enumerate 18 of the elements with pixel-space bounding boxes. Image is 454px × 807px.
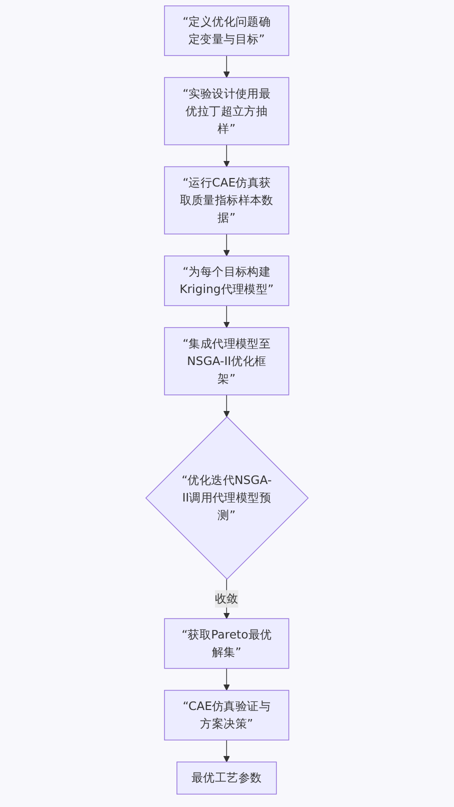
arrow [223, 144, 230, 168]
node-box: “CAE仿真验证与方案决策” [164, 690, 290, 740]
arrow [223, 55, 230, 78]
arrow [223, 578, 230, 619]
arrow [223, 305, 230, 328]
arrow [223, 668, 230, 691]
node-box: “定义优化问题确定变量与目标” [164, 5, 290, 56]
node-box: “运行CAE仿真获取质量指标样本数据” [164, 166, 290, 234]
node-box: “为每个目标构建Kriging代理模型” [164, 256, 290, 306]
node-diamond: “优化迭代NSGA-II调用代理模型预测” [145, 416, 309, 580]
arrow [223, 740, 230, 762]
edge-label: 收敛 [214, 592, 238, 606]
arrow [223, 234, 230, 256]
node-box: “实验设计使用最优拉丁超立方抽样” [164, 77, 290, 146]
node-box: “集成代理模型至NSGA-II优化框架” [164, 327, 290, 396]
node-box: “获取Pareto最优解集” [164, 618, 290, 669]
arrow [223, 394, 230, 418]
node-box: 最优工艺参数 [176, 762, 277, 795]
